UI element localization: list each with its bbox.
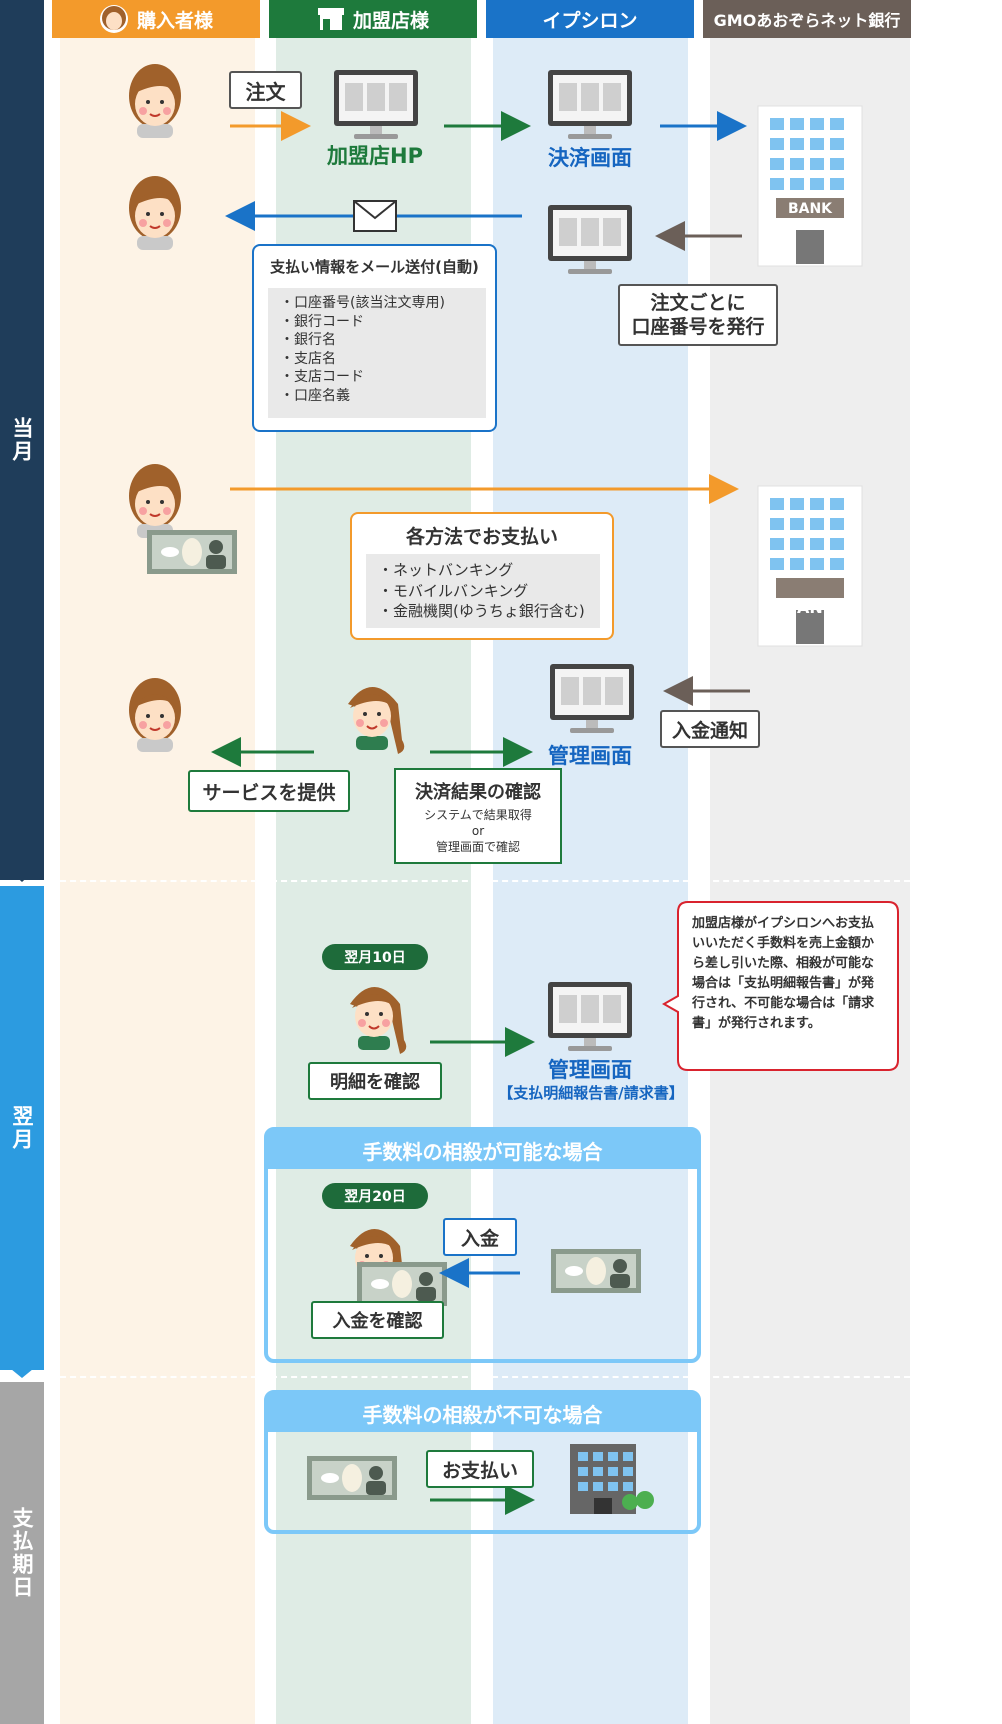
date-badge-10: 翌月10日	[322, 944, 428, 970]
confirm-result-box: 決済結果の確認 システムで結果取得 or 管理画面で確認	[394, 768, 562, 864]
admin-screen-label-2: 管理画面	[548, 1058, 632, 1082]
confirm-result-line: 管理画面で確認	[435, 840, 520, 854]
bank-sign-1: BANK	[787, 201, 833, 217]
buyer-avatar	[128, 463, 182, 539]
confirm-result-title: 決済結果の確認	[415, 782, 541, 803]
merchant-avatar	[347, 686, 406, 755]
check-statement-box: 明細を確認	[308, 1062, 442, 1100]
offset-possible-frame: 手数料の相殺が可能な場合	[264, 1127, 701, 1363]
mail-info-title: 支払い情報をメール送付(自動)	[270, 258, 479, 276]
offset-possible-title: 手数料の相殺が可能な場合	[268, 1131, 697, 1169]
admin-docs-label: 【支払明細報告書/請求書】	[498, 1084, 684, 1102]
bank-building-icon-1	[757, 105, 863, 267]
list-item: ・口座番号(該当注文専用)	[280, 295, 445, 311]
list-item: ・銀行名	[280, 332, 336, 348]
note-callout	[661, 901, 899, 1071]
merchant-hp-monitor-icon	[334, 70, 418, 139]
list-item: ・支店コード	[280, 369, 364, 385]
separator-1	[60, 880, 910, 882]
list-item: ・ネットバンキング	[378, 561, 514, 579]
deposit-label-box: 入金	[443, 1218, 517, 1256]
lane-label-bank: GMOあおぞらネット銀行	[713, 11, 901, 30]
lane-header-merchant: 加盟店様	[269, 0, 477, 38]
mail-icon	[353, 200, 397, 232]
confirm-deposit-box: 入金を確認	[311, 1301, 444, 1339]
order-box: 注文	[229, 71, 302, 109]
payment-screen-monitor-icon	[548, 70, 632, 139]
buyer-face-icon	[99, 5, 128, 33]
bank-building-icon-2	[757, 485, 863, 647]
pay-methods-box: 各方法でお支払い ・ネットバンキング ・モバイルバンキング ・金融機関(ゆうちょ…	[350, 512, 614, 640]
separator-2	[60, 1376, 910, 1378]
period-due: 支払期日	[0, 1382, 44, 1724]
list-item: ・支店名	[280, 350, 336, 367]
lane-header-buyer: 購入者様	[52, 0, 260, 38]
period-current: 当月	[0, 0, 44, 880]
buyer-avatar	[128, 63, 182, 139]
list-item: ・銀行コード	[280, 313, 364, 330]
merchant-avatar	[349, 986, 408, 1055]
shop-icon	[317, 8, 344, 30]
note-text: 加盟店様がイプシロンへお支払いいただく手数料を売上金額から差し引いた際、相殺が可…	[692, 916, 875, 1031]
list-item: ・モバイルバンキング	[378, 581, 529, 600]
admin-monitor-icon	[550, 664, 634, 733]
buyer-avatar	[128, 175, 182, 251]
admin-screen-label: 管理画面	[548, 744, 632, 768]
provide-service-box: サービスを提供	[188, 770, 350, 812]
bank-sign-2: BANK	[784, 598, 836, 617]
pay-methods-list: ・ネットバンキング ・モバイルバンキング ・金融機関(ゆうちょ銀行含む)	[366, 554, 600, 628]
lane-label-epsilon: イプシロン	[542, 9, 638, 32]
period-next: 翌月	[0, 886, 44, 1370]
merchant-hp-label: 加盟店HP	[327, 144, 423, 168]
buyer-avatar	[128, 677, 182, 753]
lane-label-merchant: 加盟店様	[352, 9, 429, 32]
lane-header-epsilon: イプシロン	[486, 0, 694, 38]
offset-impossible-frame: 手数料の相殺が不可な場合	[264, 1390, 701, 1534]
bill-icon	[147, 530, 237, 574]
payment-screen-label: 決済画面	[548, 146, 632, 170]
epsilon-building-icon	[570, 1444, 654, 1514]
issue-account-box: 注文ごとに 口座番号を発行	[618, 284, 778, 346]
lane-label-buyer: 購入者様	[136, 9, 213, 32]
pay-methods-title: 各方法でお支払い	[405, 526, 558, 548]
period-next-arrowhead	[0, 1360, 44, 1378]
admin-monitor-icon-2	[548, 982, 632, 1051]
period-current-arrowhead	[0, 862, 44, 882]
epsilon-monitor-icon	[548, 205, 632, 274]
confirm-result-line: or	[471, 824, 485, 838]
confirm-result-line: システムで結果取得	[424, 808, 532, 822]
mail-info-list: ・口座番号(該当注文専用) ・銀行コード ・銀行名 ・支店名 ・支店コード ・口…	[268, 288, 486, 418]
pay-label-box: お支払い	[426, 1450, 534, 1488]
mail-info-box: 支払い情報をメール送付(自動) ・口座番号(該当注文専用) ・銀行コード ・銀行…	[252, 244, 497, 432]
list-item: ・金融機関(ゆうちょ銀行含む)	[378, 602, 585, 620]
deposit-notice-box: 入金通知	[660, 710, 760, 748]
date-badge-20: 翌月20日	[322, 1183, 428, 1209]
list-item: ・口座名義	[280, 387, 350, 404]
lane-header-bank: GMOあおぞらネット銀行	[703, 0, 911, 38]
offset-impossible-title: 手数料の相殺が不可な場合	[268, 1394, 697, 1432]
